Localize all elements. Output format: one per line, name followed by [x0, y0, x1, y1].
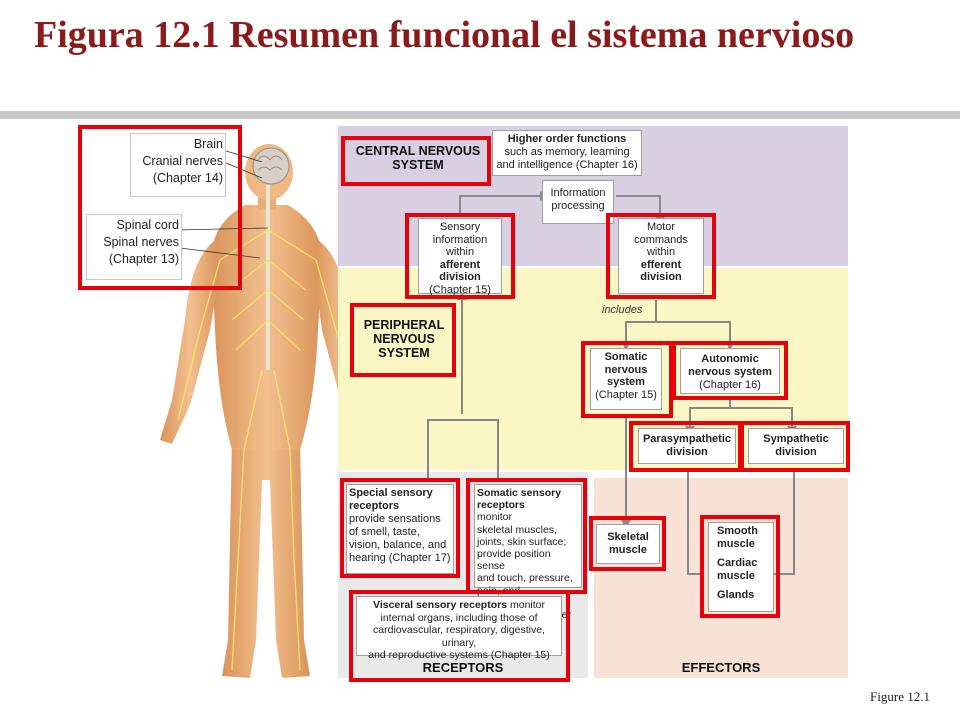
smooth-cardiac-glands-box: Smooth muscle Cardiac muscle Glands [708, 522, 774, 612]
smooth-muscle-label: Smooth muscle [717, 525, 758, 550]
cranial-nerves-label: Cranial nerves [142, 154, 223, 168]
afferent-pre: Sensory information within [432, 221, 488, 258]
efferent-division-box: Motor commands within efferent division [618, 218, 704, 294]
chapter-14-label: (Chapter 14) [152, 171, 223, 185]
afferent-title: afferent division [439, 258, 481, 284]
parasympathetic-division-box: Parasympathetic division [638, 428, 736, 464]
receptors-label: RECEPTORS [422, 660, 504, 675]
effectors-label: EFFECTORS [681, 660, 761, 675]
glands-label: Glands [717, 589, 755, 601]
efferent-pre: Motor commands within [634, 221, 688, 258]
afferent-division-box: Sensory information within afferent divi… [418, 218, 502, 296]
visceral-title: Visceral sensory receptors [373, 599, 508, 611]
pns-label: PERIPHERAL NERVOUS SYSTEM [363, 318, 445, 360]
brain-label: Brain [193, 137, 223, 151]
chapter-13-label: (Chapter 13) [108, 252, 179, 266]
somatic-ns-title: Somatic nervous system [604, 351, 648, 388]
skeletal-muscle-box: Skeletal muscle [596, 524, 660, 564]
somatic-sensory-receptors-box: Somatic sensory receptors monitor skelet… [474, 484, 582, 633]
afferent-chapter: (Chapter 15) [429, 283, 491, 296]
includes-label: includes [602, 304, 643, 316]
cardiac-muscle-label: Cardiac muscle [717, 557, 758, 582]
autonomic-nervous-system-box: Autonomic nervous system (Chapter 16) [680, 348, 780, 394]
slide-title: Figura 12.1 Resumen funcional el sistema… [34, 14, 855, 56]
title-divider [0, 111, 960, 119]
special-body: provide sensations of smell, taste, visi… [349, 513, 451, 564]
higher-order-box: Higher order functions such as memory, l… [492, 130, 642, 176]
spinal-label-box: Spinal cord Spinal nerves (Chapter 13) [86, 214, 182, 280]
autonomic-chapter: (Chapter 16) [699, 379, 761, 391]
somatic-receptors-title: Somatic sensory receptors [477, 487, 562, 512]
higher-order-body: such as memory, learning and intelligenc… [496, 146, 638, 171]
special-sensory-receptors-box: Special sensory receptors provide sensat… [346, 484, 454, 574]
autonomic-title: Autonomic nervous system [688, 353, 772, 378]
somatic-nervous-system-box: Somatic nervous system (Chapter 15) [590, 348, 662, 410]
sympathetic-division-box: Sympathetic division [748, 428, 844, 464]
special-title: Special sensory receptors [349, 487, 433, 512]
visceral-body: monitor internal organs, including those… [368, 599, 550, 661]
visceral-sensory-receptors-box: Visceral sensory receptors monitor inter… [356, 596, 562, 661]
spinal-nerves-label: Spinal nerves [103, 235, 179, 249]
efferent-title: efferent division [640, 258, 682, 284]
somatic-ns-chapter: (Chapter 15) [595, 388, 657, 401]
higher-order-title: Higher order functions [507, 133, 627, 145]
figure-caption: Figure 12.1 [870, 689, 930, 704]
brain-label-box: Brain Cranial nerves (Chapter 14) [130, 133, 226, 197]
spinal-cord-label: Spinal cord [116, 218, 179, 232]
cns-label: CENTRAL NERVOUS SYSTEM [355, 144, 481, 172]
information-processing-box: Information processing [542, 180, 614, 224]
